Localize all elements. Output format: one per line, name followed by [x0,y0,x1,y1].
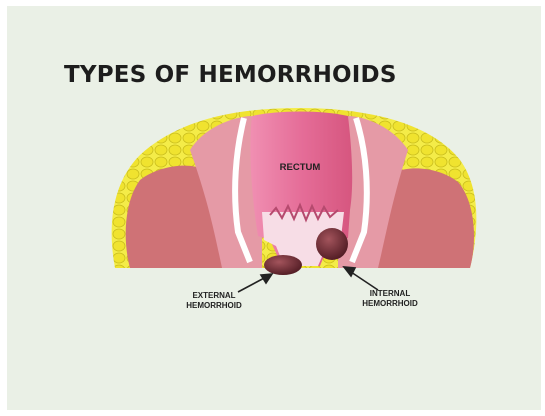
internal-hemorrhoid-label-line2: HEMORRHOID [362,299,418,308]
internal-hemorrhoid [316,228,348,260]
internal-hemorrhoid-label-line1: INTERNAL [370,289,411,298]
external-hemorrhoid [264,255,302,275]
external-arrow [238,274,272,292]
external-hemorrhoid-label-line1: EXTERNAL [192,291,235,300]
external-hemorrhoid-label-line2: HEMORRHOID [186,301,242,310]
internal-arrow [344,267,378,290]
rectum-label: RECTUM [280,162,321,173]
